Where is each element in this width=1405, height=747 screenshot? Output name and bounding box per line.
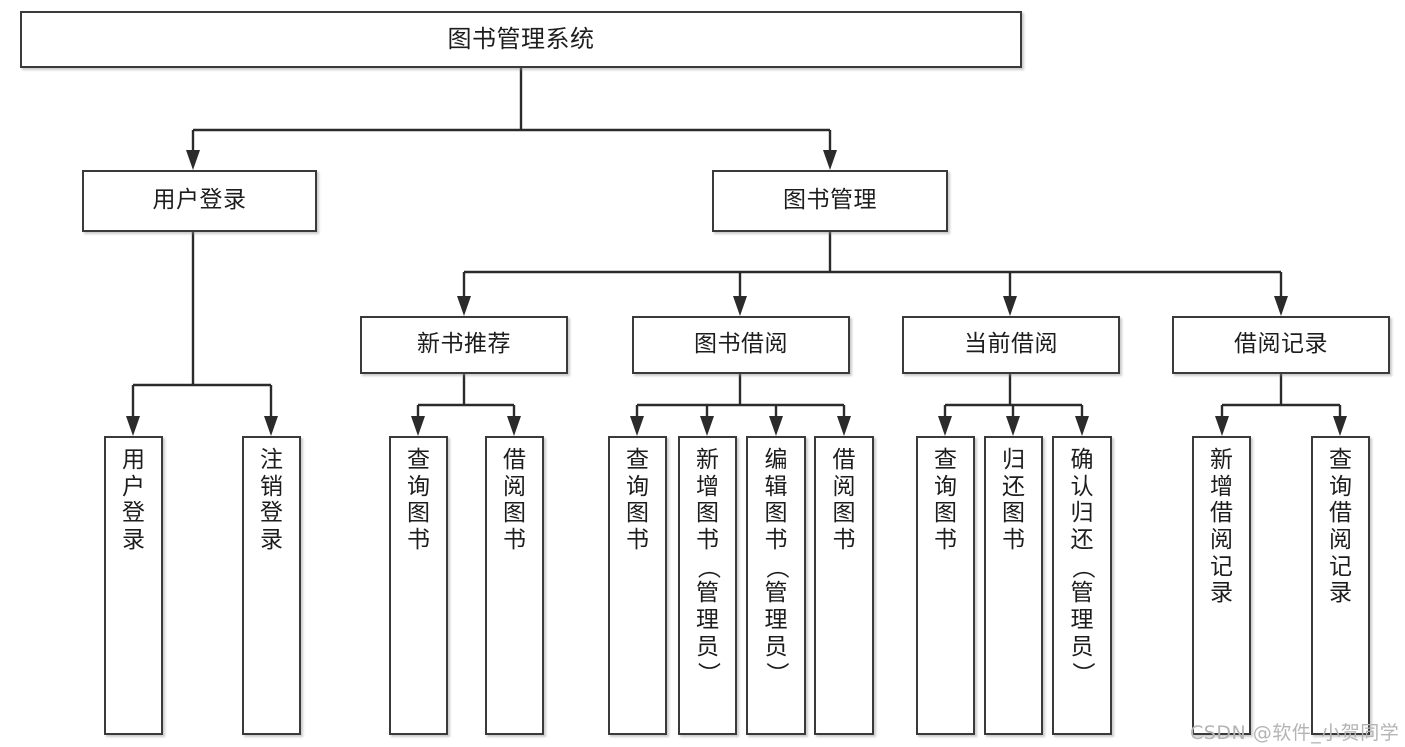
node-leaf-add-book[interactable]: 新增图书（管理员） (678, 436, 737, 735)
arrow-to-current-borrow (1003, 296, 1017, 316)
node-borrow-record[interactable]: 借阅记录 (1172, 316, 1390, 374)
arrow-leaf-borrow-book-2 (837, 416, 851, 436)
node-leaf-borrow-book-2[interactable]: 借阅图书 (814, 436, 874, 735)
node-leaf-borrow-book-1[interactable]: 借阅图书 (485, 436, 544, 735)
node-leaf-query-book-1-label: 查询图书 (407, 447, 430, 554)
watermark-text: CSDN @软件_小贺同学 (1190, 722, 1400, 744)
arrow-leaf-query-book-2 (630, 416, 644, 436)
node-leaf-confirm-return[interactable]: 确认归还（管理员） (1052, 436, 1112, 735)
node-leaf-logout-label: 注销登录 (260, 447, 283, 554)
node-borrow-record-label: 借阅记录 (1234, 331, 1328, 358)
node-leaf-user-login[interactable]: 用户登录 (104, 436, 163, 735)
node-root-label: 图书管理系统 (447, 25, 595, 54)
node-leaf-add-record-label: 新增借阅记录 (1210, 447, 1233, 607)
node-book-manage-label: 图书管理 (783, 187, 877, 214)
arrow-to-user-login (186, 150, 200, 170)
node-leaf-query-book-2-label: 查询图书 (626, 447, 649, 554)
node-current-borrow[interactable]: 当前借阅 (902, 316, 1120, 374)
node-leaf-user-login-label: 用户登录 (122, 447, 145, 554)
arrow-leaf-query-record (1333, 416, 1347, 436)
node-leaf-query-record-label: 查询借阅记录 (1329, 447, 1352, 607)
arrow-to-book-borrow (733, 296, 747, 316)
node-user-login[interactable]: 用户登录 (82, 170, 317, 232)
arrow-to-new-book-rec (457, 296, 471, 316)
arrow-leaf-query-book-1 (411, 416, 425, 436)
node-leaf-edit-book-label: 编辑图书（管理员） (763, 447, 790, 686)
arrow-leaf-logout (264, 416, 278, 436)
node-leaf-query-book-3-label: 查询图书 (934, 447, 957, 554)
node-leaf-confirm-return-label: 确认归还（管理员） (1069, 447, 1096, 686)
arrow-leaf-confirm-return (1075, 416, 1089, 436)
node-leaf-query-book-2[interactable]: 查询图书 (608, 436, 667, 735)
node-root[interactable]: 图书管理系统 (20, 11, 1022, 68)
arrow-leaf-return-book (1006, 416, 1020, 436)
node-book-borrow[interactable]: 图书借阅 (632, 316, 850, 374)
node-book-borrow-label: 图书借阅 (694, 331, 788, 358)
node-leaf-query-book-1[interactable]: 查询图书 (389, 436, 448, 735)
node-leaf-borrow-book-2-label: 借阅图书 (832, 447, 856, 554)
node-leaf-add-record[interactable]: 新增借阅记录 (1192, 436, 1251, 735)
arrow-leaf-edit-book (769, 416, 783, 436)
arrow-leaf-borrow-book-1 (507, 416, 521, 436)
node-book-manage[interactable]: 图书管理 (712, 170, 948, 232)
node-new-book-rec-label: 新书推荐 (417, 331, 511, 358)
arrow-leaf-add-record (1215, 416, 1229, 436)
arrow-leaf-add-book (700, 416, 714, 436)
arrow-leaf-query-book-3 (938, 416, 952, 436)
node-leaf-query-record[interactable]: 查询借阅记录 (1311, 436, 1370, 735)
node-leaf-return-book[interactable]: 归还图书 (984, 436, 1043, 735)
node-current-borrow-label: 当前借阅 (964, 331, 1058, 358)
node-leaf-logout[interactable]: 注销登录 (242, 436, 301, 735)
node-leaf-add-book-label: 新增图书（管理员） (694, 447, 721, 686)
node-new-book-rec[interactable]: 新书推荐 (360, 316, 568, 374)
node-leaf-edit-book[interactable]: 编辑图书（管理员） (746, 436, 806, 735)
arrow-to-book-manage (823, 150, 837, 170)
node-leaf-query-book-3[interactable]: 查询图书 (916, 436, 975, 735)
arrow-leaf-user-login (126, 416, 140, 436)
arrow-to-borrow-record (1274, 296, 1288, 316)
node-leaf-return-book-label: 归还图书 (1002, 447, 1025, 554)
node-leaf-borrow-book-1-label: 借阅图书 (503, 447, 526, 554)
node-user-login-label: 用户登录 (152, 187, 247, 214)
